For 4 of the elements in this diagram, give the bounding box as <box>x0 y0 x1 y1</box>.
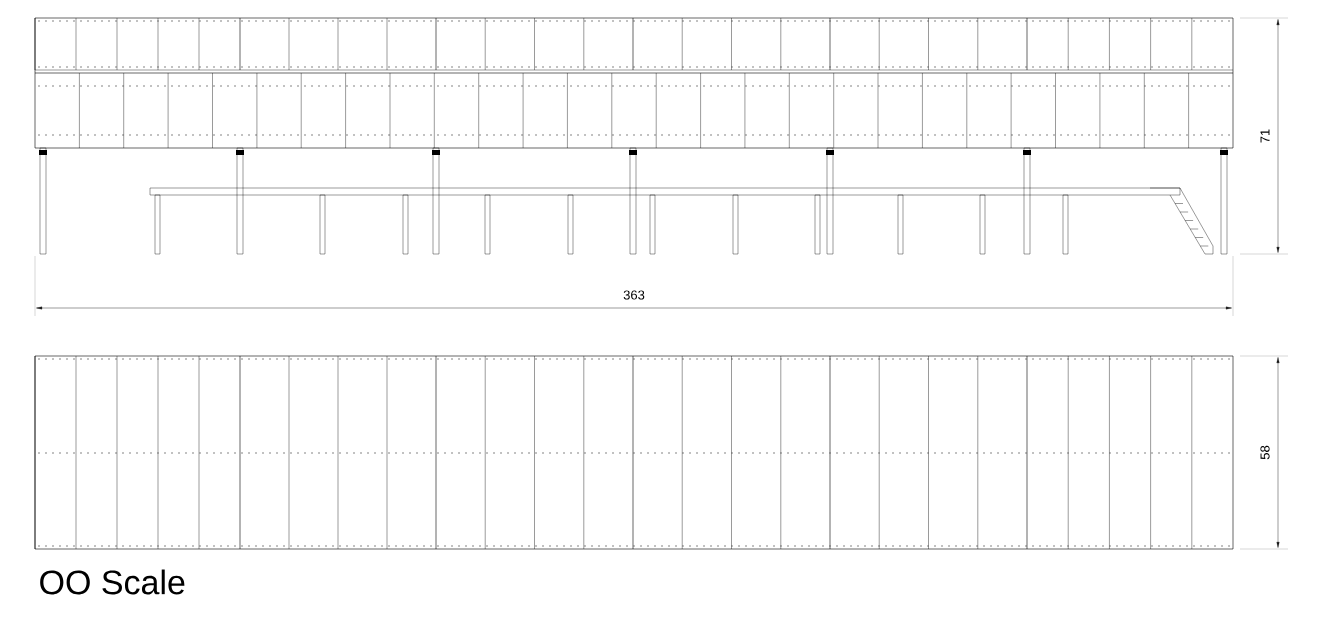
caption: OO Scale <box>40 569 185 595</box>
dimension-label: 58 <box>1260 445 1270 460</box>
dimension-label: 71 <box>1260 129 1270 143</box>
dimension-label: 363 <box>623 290 645 300</box>
